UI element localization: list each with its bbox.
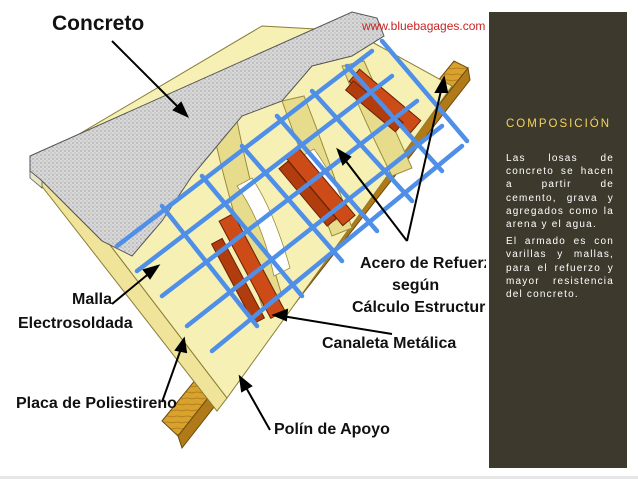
slab-diagram-svg: Concreto www.bluebagages.com Acero de Re… [16,11,486,450]
concrete-layer [29,11,385,257]
panel-body: Las losas de concreto se hacen a partir … [506,152,614,305]
label-malla-1: Malla [72,291,112,308]
watermark: www.bluebagages.com [361,19,485,33]
leader-arrows [111,40,449,431]
label-malla-2: Electrosoldada [18,315,133,332]
label-acero-1: Acero de Refuerzo [360,255,486,272]
label-polin: Polín de Apoyo [274,421,390,438]
panel-title: COMPOSICIÓN [506,118,612,130]
label-acero-3: Cálculo Estructural [352,299,486,316]
panel-paragraph-1: Las losas de concreto se hacen a partir … [506,153,614,231]
label-acero-2: según [392,277,439,294]
label-concreto: Concreto [52,12,144,35]
label-placa: Placa de Poliestireno [16,395,177,412]
label-canaleta: Canaleta Metálica [322,335,456,352]
composition-panel: COMPOSICIÓN Las losas de concreto se hac… [489,12,627,468]
bottom-divider [0,476,638,479]
slab-diagram: Concreto www.bluebagages.com Acero de Re… [12,6,486,466]
panel-paragraph-2: El armado es con varillas y mallas, para… [506,236,614,301]
